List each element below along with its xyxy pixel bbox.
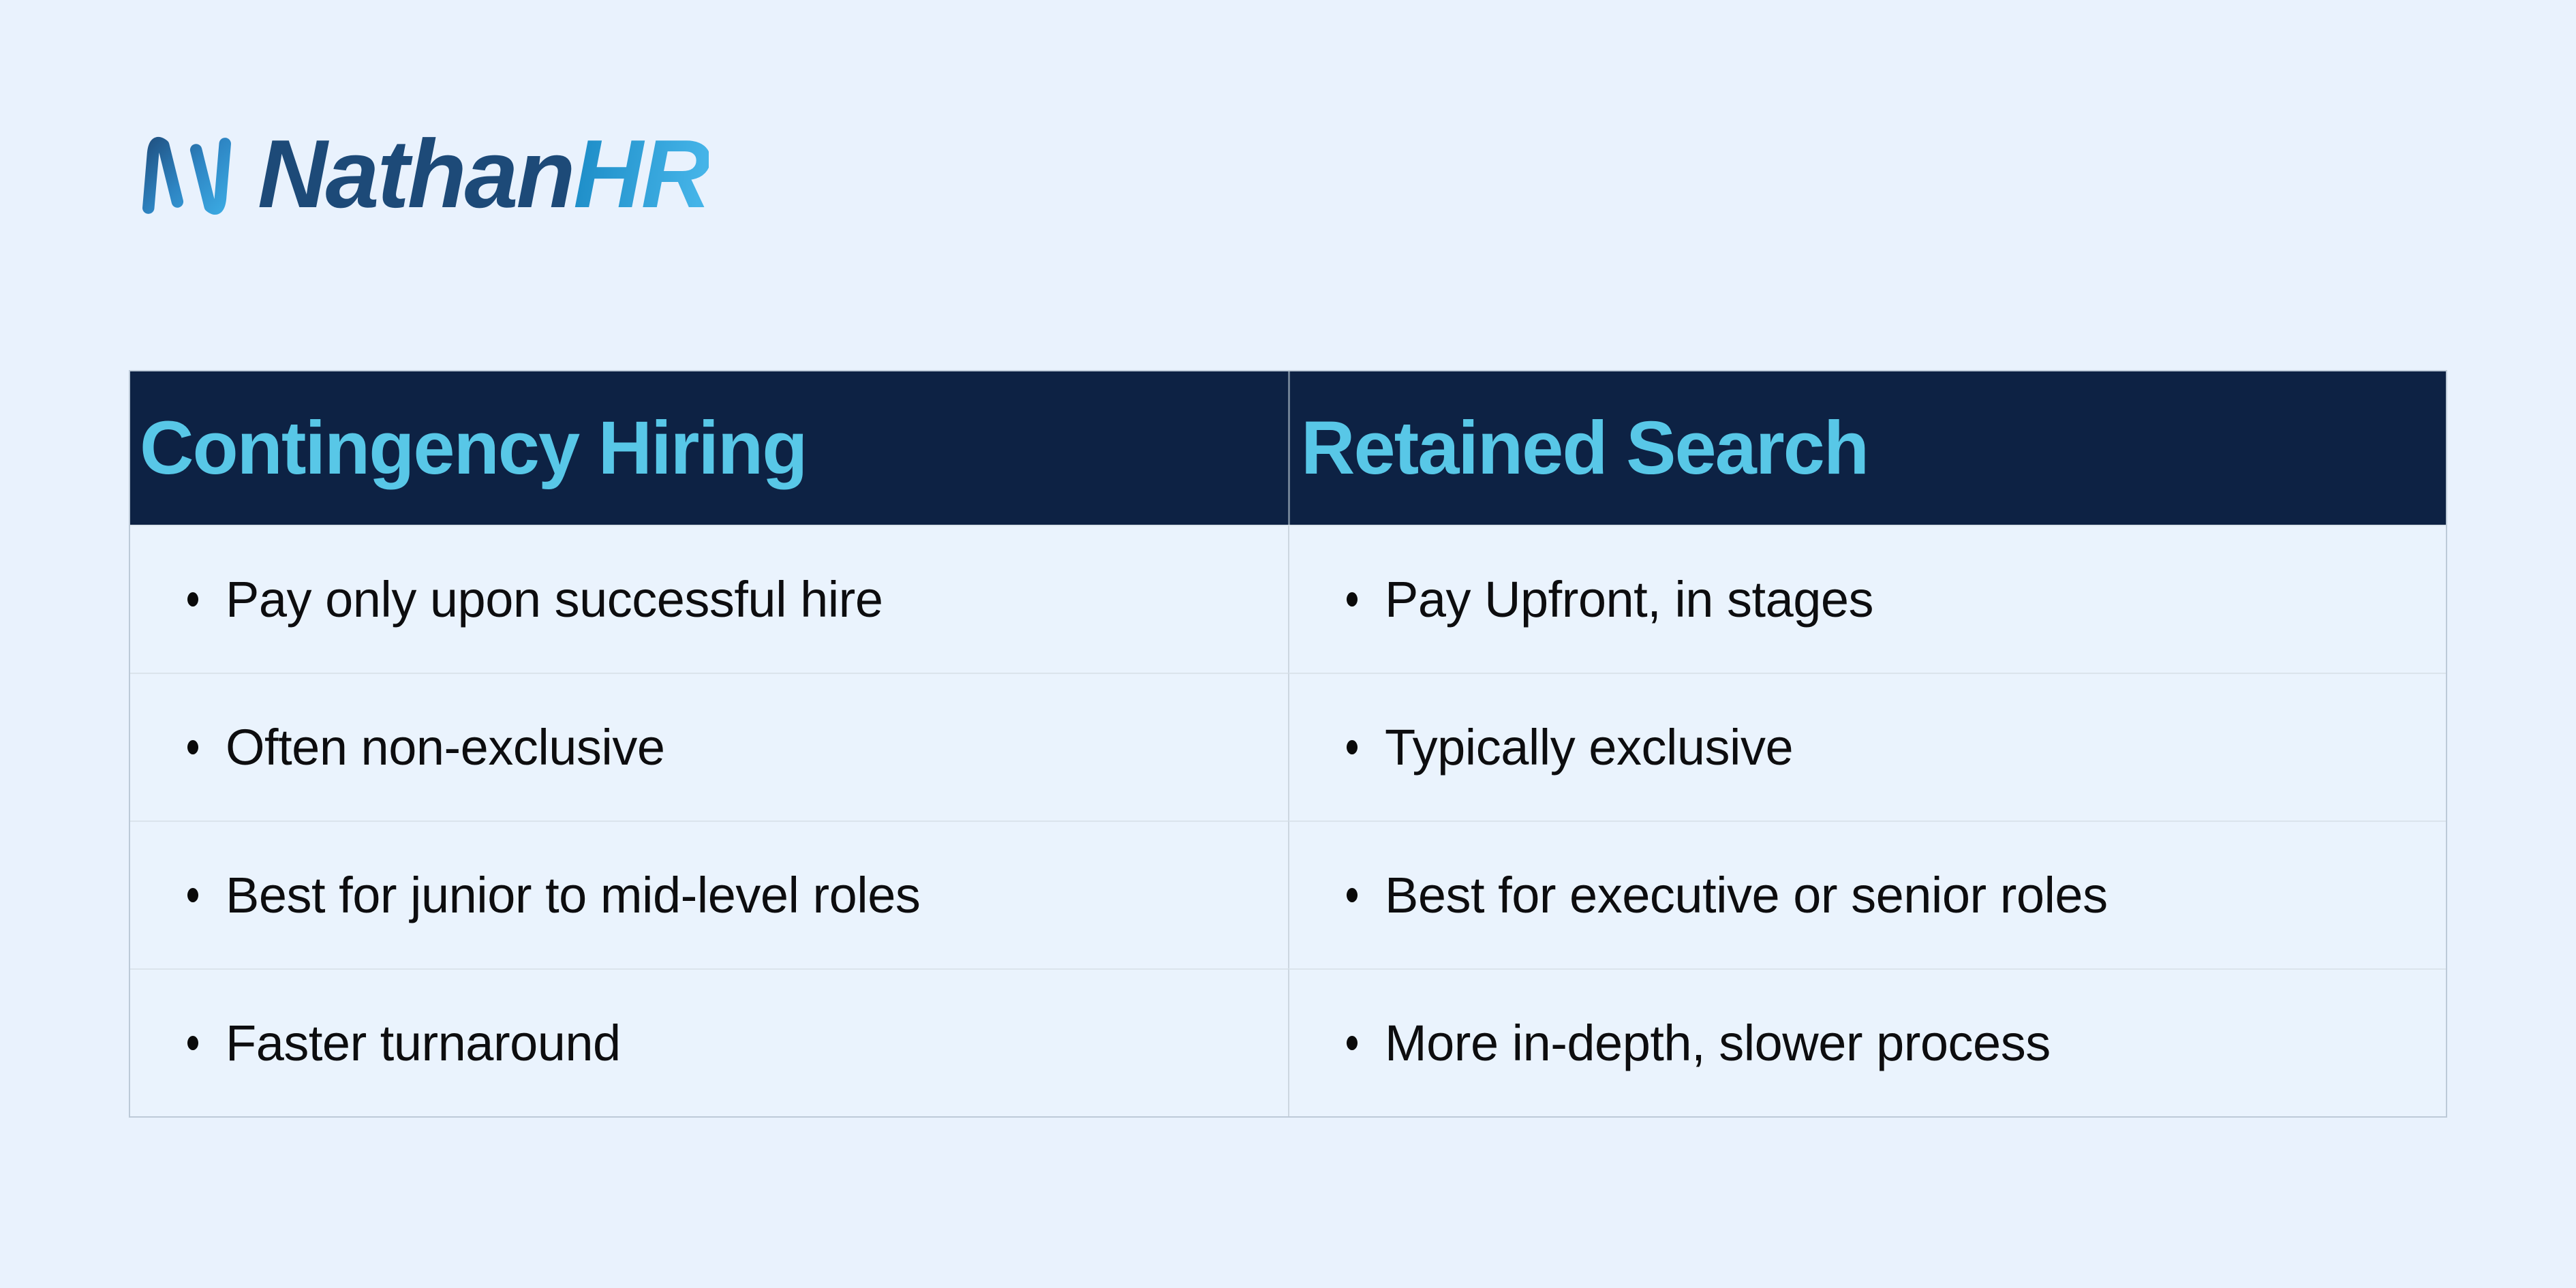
brand-name-secondary: HR bbox=[573, 120, 711, 228]
cell-text: More in-depth, slower process bbox=[1385, 1015, 2051, 1071]
bullet-icon bbox=[187, 1036, 198, 1050]
table-cell: Faster turnaround bbox=[130, 968, 1288, 1116]
brand-logo: NathanHR bbox=[135, 123, 711, 233]
header-label: Retained Search bbox=[1301, 406, 1869, 490]
header-cell-retained-search: Retained Search bbox=[1288, 371, 2446, 525]
bullet-icon bbox=[187, 888, 198, 902]
cell-text: Typically exclusive bbox=[1385, 719, 1794, 776]
table-cell: Best for junior to mid-level roles bbox=[130, 821, 1288, 968]
bullet-icon bbox=[1347, 1036, 1358, 1050]
bullet-icon bbox=[1347, 592, 1358, 607]
brand-wordmark: NathanHR bbox=[258, 126, 711, 230]
table-cell: More in-depth, slower process bbox=[1288, 968, 2446, 1116]
table-cell: Pay Upfront, in stages bbox=[1288, 525, 2446, 673]
table-cell: Typically exclusive bbox=[1288, 673, 2446, 821]
cell-text: Pay Upfront, in stages bbox=[1385, 571, 1874, 628]
header-label: Contingency Hiring bbox=[140, 406, 808, 490]
cell-text: Best for junior to mid-level roles bbox=[226, 867, 921, 923]
bullet-icon bbox=[187, 740, 198, 754]
cell-text: Best for executive or senior roles bbox=[1385, 867, 2108, 923]
nathanhr-n-mark-icon bbox=[142, 137, 231, 215]
cell-text: Pay only upon successful hire bbox=[226, 571, 883, 628]
table-cell: Best for executive or senior roles bbox=[1288, 821, 2446, 968]
brand-name-primary: Nathan bbox=[258, 120, 575, 228]
bullet-icon bbox=[1347, 740, 1358, 754]
table-cell: Pay only upon successful hire bbox=[130, 525, 1288, 673]
cell-text: Faster turnaround bbox=[226, 1015, 621, 1071]
bullet-icon bbox=[1347, 888, 1358, 902]
header-cell-contingency-hiring: Contingency Hiring bbox=[130, 371, 1288, 525]
bullet-icon bbox=[187, 592, 198, 607]
cell-text: Often non-exclusive bbox=[226, 719, 665, 776]
table-cell: Often non-exclusive bbox=[130, 673, 1288, 821]
comparison-table: Contingency Hiring Retained Search Pay o… bbox=[129, 370, 2447, 1118]
